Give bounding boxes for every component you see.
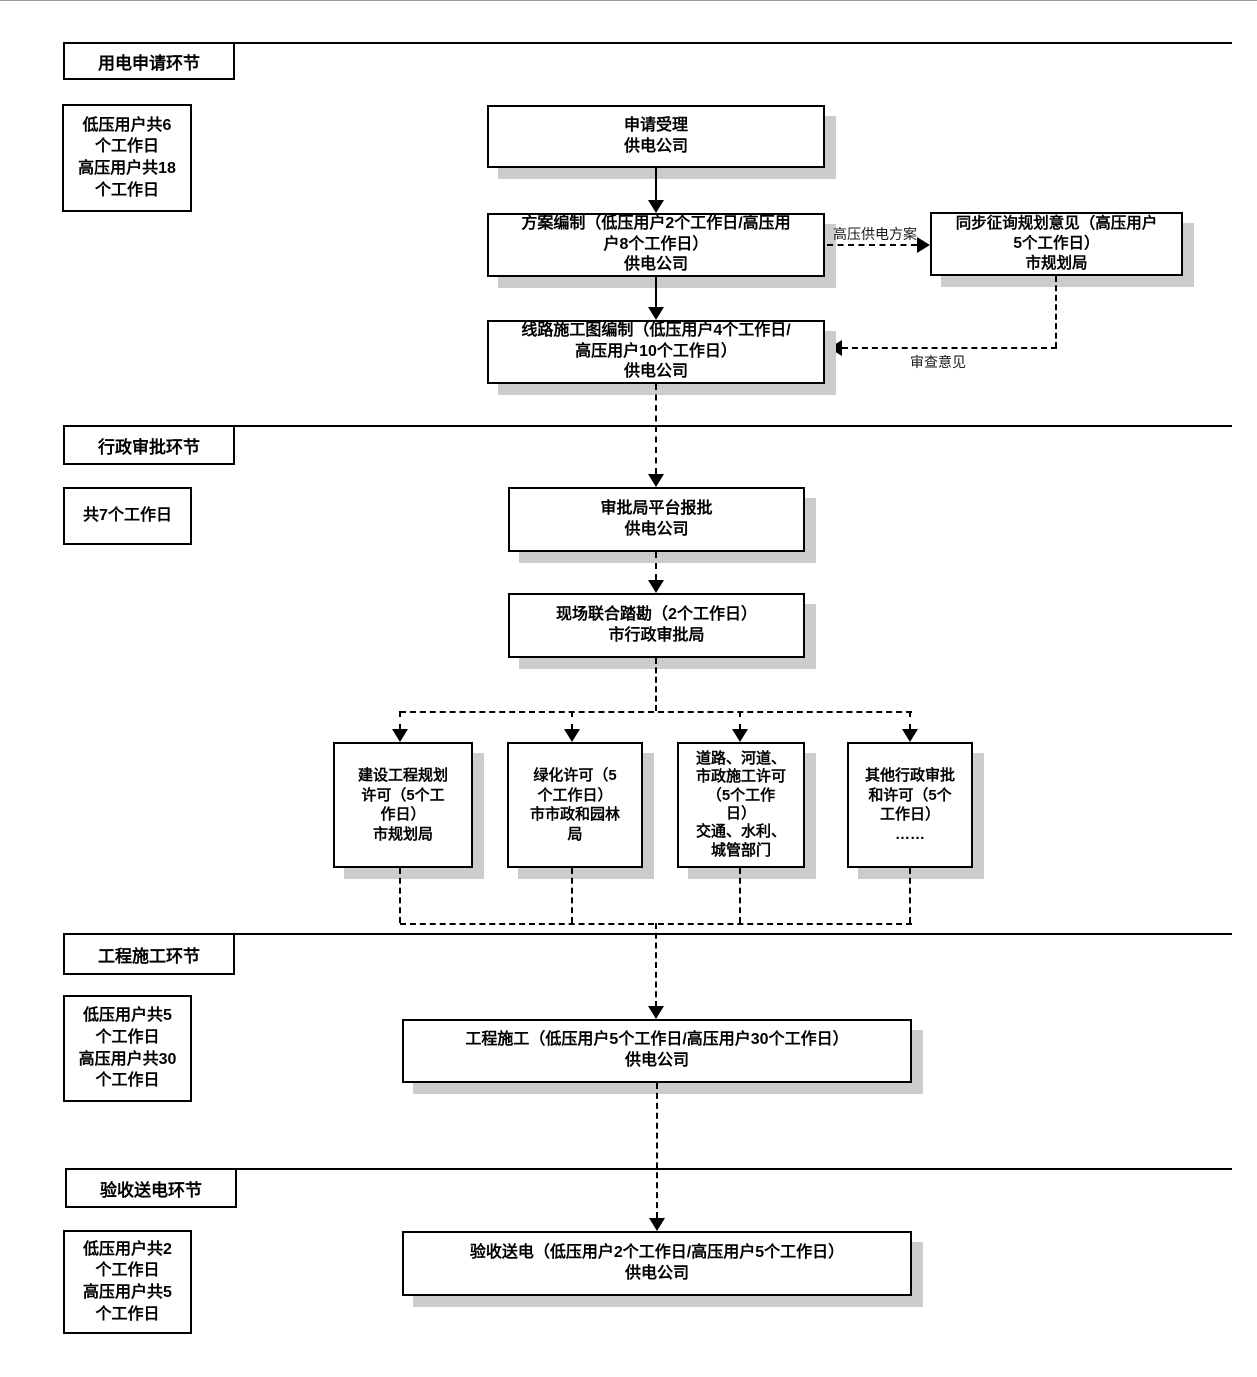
connector-submit-to-survey (655, 552, 657, 580)
top-border-line (0, 0, 1257, 1)
arrowhead-branch-3 (732, 729, 748, 742)
section-header-acceptance: 验收送电环节 (65, 1168, 237, 1208)
arrowhead-review-opinion (829, 340, 842, 356)
edge-label-hv-plan: 高压供电方案 (833, 228, 917, 243)
node-sync-planning: 同步征询规划意见（高压用户 5个工作日） 市规划局 (930, 212, 1183, 276)
branch-drop-2 (571, 711, 573, 730)
node-plan-prepare: 方案编制（低压用户2个工作日/高压用 户8个工作日） 供电公司 (487, 213, 825, 277)
note-acceptance-duration: 低压用户共2 个工作日 高压用户共5 个工作日 (63, 1230, 192, 1334)
note-construction-duration: 低压用户共5 个工作日 高压用户共30 个工作日 (63, 995, 192, 1102)
section-divider-approval (63, 425, 1232, 427)
connector-construction-to-acceptance (656, 1083, 658, 1218)
arrowhead-branch-1 (392, 729, 408, 742)
node-road-permit: 道路、河道、 市政施工许可 （5个工作 日） 交通、水利、 城管部门 (677, 742, 805, 868)
converge-drop-2 (571, 868, 573, 923)
section-header-acceptance-label: 验收送电环节 (100, 1180, 202, 1200)
connector-hv-plan (827, 244, 917, 246)
arrowhead-accept-to-plan (648, 200, 664, 213)
arrowhead-drawing-to-submit (648, 474, 664, 487)
node-greening-permit: 绿化许可（5 个工作日） 市市政和园林 局 (507, 742, 643, 868)
section-header-construction-label: 工程施工环节 (98, 946, 200, 966)
connector-drawing-to-submit (655, 384, 657, 474)
converge-drop-3 (739, 868, 741, 923)
arrowhead-plan-to-drawing (648, 307, 664, 320)
node-construction-permit: 建设工程规划 许可（5个工 作日） 市规划局 (333, 742, 473, 868)
note-approval-duration: 共7个工作日 (63, 487, 192, 545)
section-divider-construction (63, 933, 1232, 935)
connector-survey-to-branch (655, 658, 657, 711)
edge-label-review-opinion: 审查意见 (910, 356, 966, 371)
section-header-approval-label: 行政审批环节 (98, 437, 200, 457)
connector-review-horizontal (842, 347, 1057, 349)
branch-drop-4 (909, 711, 911, 730)
converge-drop-1 (399, 868, 401, 923)
section-header-approval: 行政审批环节 (63, 425, 235, 465)
connector-review-vertical (1055, 276, 1057, 348)
converge-drop-4 (909, 868, 911, 923)
node-project-construction: 工程施工（低压用户5个工作日/高压用户30个工作日） 供电公司 (402, 1019, 912, 1083)
arrowhead-to-acceptance (649, 1218, 665, 1231)
node-other-permit: 其他行政审批 和许可（5个 工作日） …… (847, 742, 973, 868)
connector-accept-to-plan (655, 168, 657, 201)
branch-drop-3 (739, 711, 741, 730)
arrowhead-submit-to-survey (648, 580, 664, 593)
section-header-apply: 用电申请环节 (63, 42, 235, 80)
connector-plan-to-drawing (655, 277, 657, 308)
arrowhead-branch-4 (902, 729, 918, 742)
branch-drop-1 (399, 711, 401, 730)
node-line-drawing: 线路施工图编制（低压用户4个工作日/ 高压用户10个工作日） 供电公司 (487, 320, 825, 384)
section-header-construction: 工程施工环节 (63, 933, 235, 975)
arrowhead-branch-2 (564, 729, 580, 742)
section-divider-apply (63, 42, 1232, 44)
section-divider-acceptance (65, 1168, 1232, 1170)
node-platform-submit: 审批局平台报批 供电公司 (508, 487, 805, 552)
node-joint-survey: 现场联合踏勘（2个工作日） 市行政审批局 (508, 593, 805, 658)
connector-branch-to-construction (655, 923, 657, 1007)
note-apply-duration: 低压用户共6 个工作日 高压用户共18 个工作日 (62, 104, 192, 212)
arrowhead-to-construction (648, 1006, 664, 1019)
node-apply-accept: 申请受理 供电公司 (487, 105, 825, 168)
branch-horizontal-line (400, 711, 912, 713)
node-acceptance-power: 验收送电（低压用户2个工作日/高压用户5个工作日） 供电公司 (402, 1231, 912, 1296)
section-header-apply-label: 用电申请环节 (98, 53, 200, 73)
arrowhead-hv-plan (917, 237, 930, 253)
